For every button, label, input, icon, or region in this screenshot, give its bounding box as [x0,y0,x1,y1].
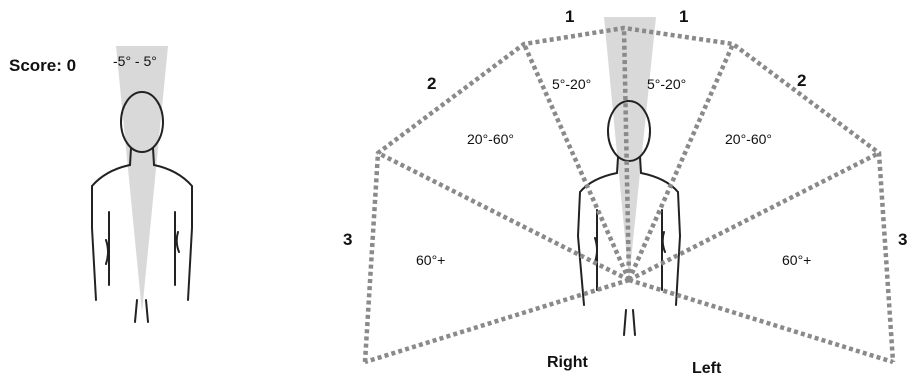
score-label: Score: 0 [9,56,76,75]
angle-label-mid-left: 20°-60° [467,131,514,147]
angle-label-small-left: 5°-20° [552,76,591,92]
angle-label-small-right: 5°-20° [647,76,686,92]
zone-score-mid-left: 2 [427,74,436,93]
side-label-right: Right [547,354,589,371]
left-panel: Score: 0 -5° - 5° [9,46,192,322]
side-label-left: Left [692,360,722,377]
ray-lower-right [629,280,893,362]
zone-score-lower-right: 3 [898,230,907,249]
zone-score-lower-left: 3 [343,230,352,249]
zone-score-mid-right: 2 [797,71,806,90]
neutral-range-wedge [116,46,168,312]
angle-label-large-right: 60°+ [782,252,811,268]
angle-label-large-left: 60°+ [416,252,445,268]
neutral-range-label: -5° - 5° [113,53,157,69]
zone-score-upper-left: 1 [565,7,574,26]
ray-60deg-right [629,153,879,280]
zone-score-upper-right: 1 [679,7,688,26]
angle-label-mid-right: 20°-60° [725,131,772,147]
ray-lower-left [365,280,629,362]
right-figure-legs [624,310,635,335]
right-panel: 1 1 2 2 3 3 5°-20° 5°-20° 20°-60° 20°-60… [343,7,907,377]
